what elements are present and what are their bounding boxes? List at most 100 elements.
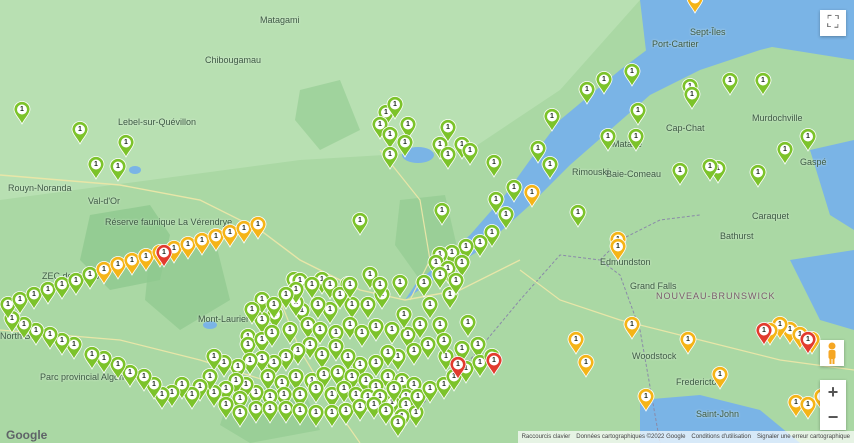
station-marker[interactable]: 1 [367, 354, 385, 378]
station-marker[interactable]: 1 [263, 324, 281, 348]
station-marker[interactable]: 1 [449, 356, 467, 380]
station-marker[interactable]: 1 [567, 331, 585, 355]
station-marker[interactable]: 1 [599, 128, 617, 152]
station-marker[interactable]: 1 [629, 102, 647, 126]
station-marker[interactable]: 1 [121, 364, 139, 388]
station-marker[interactable]: 1 [83, 346, 101, 370]
station-marker[interactable]: 1 [469, 336, 487, 360]
station-marker[interactable]: 1 [95, 261, 113, 285]
station-marker[interactable]: 1 [799, 128, 817, 152]
station-marker[interactable]: 1 [231, 404, 249, 428]
station-marker[interactable]: 1 [381, 126, 399, 150]
station-marker[interactable]: 1 [165, 240, 183, 264]
station-marker[interactable]: 1 [721, 72, 739, 96]
station-marker[interactable]: 1 [311, 321, 329, 345]
station-marker[interactable]: 1 [405, 342, 423, 366]
station-marker[interactable]: 1 [183, 386, 201, 410]
station-marker[interactable]: 1 [487, 191, 505, 215]
station-marker[interactable]: 1 [265, 296, 283, 320]
street-view-pegman[interactable] [820, 340, 844, 366]
station-marker[interactable]: 1 [247, 400, 265, 424]
station-marker[interactable]: 1 [347, 386, 365, 410]
station-marker[interactable]: 1 [386, 96, 404, 120]
station-marker[interactable]: 1 [799, 396, 817, 420]
station-marker[interactable]: 1 [217, 396, 235, 420]
station-marker[interactable]: 1 [289, 342, 307, 366]
station-marker[interactable]: 1 [351, 212, 369, 236]
station-marker[interactable]: 1 [179, 236, 197, 260]
station-marker[interactable]: 1 [409, 388, 427, 412]
station-marker[interactable]: 1 [627, 128, 645, 152]
station-marker[interactable]: 1 [221, 224, 239, 248]
station-marker[interactable]: 1 [243, 301, 261, 325]
station-marker[interactable]: 1 [275, 386, 293, 410]
station-marker[interactable]: 1 [623, 63, 641, 87]
station-marker[interactable]: 1 [117, 134, 135, 158]
station-marker[interactable]: 1 [361, 266, 379, 290]
station-marker[interactable]: 1 [787, 394, 805, 418]
station-marker[interactable]: 1 [754, 72, 772, 96]
station-marker[interactable]: 1 [578, 81, 596, 105]
station-marker[interactable]: 1 [11, 291, 29, 315]
station-marker[interactable]: 1 [137, 248, 155, 272]
station-marker[interactable]: 1 [497, 206, 515, 230]
station-marker[interactable]: 1 [321, 301, 339, 325]
station-marker[interactable]: 1 [331, 286, 349, 310]
station-marker[interactable]: 1 [569, 204, 587, 228]
station-marker[interactable]: 1 [67, 272, 85, 296]
keyboard-shortcuts-link[interactable]: Raccourcis clavier [521, 434, 571, 440]
station-marker[interactable]: 1 [109, 356, 127, 380]
station-marker[interactable]: 1 [123, 252, 141, 276]
station-marker[interactable]: 1 [447, 272, 465, 296]
station-marker[interactable]: 1 [0, 296, 17, 320]
station-marker[interactable]: 1 [671, 162, 689, 186]
station-marker[interactable]: 1 [41, 326, 59, 350]
station-marker[interactable]: 1 [421, 380, 439, 404]
station-marker[interactable]: 1 [439, 119, 457, 143]
station-marker[interactable]: 1 [453, 254, 471, 278]
station-marker[interactable]: 1 [529, 140, 547, 164]
station-marker[interactable]: 1 [421, 296, 439, 320]
station-marker[interactable]: 1 [543, 108, 561, 132]
station-marker[interactable]: 1 [205, 348, 223, 372]
station-marker[interactable]: 1 [307, 380, 325, 404]
station-marker[interactable]: 1 [81, 266, 99, 290]
station-marker[interactable]: 1 [315, 366, 333, 390]
station-marker[interactable]: 1 [431, 266, 449, 290]
station-marker[interactable]: 1 [343, 296, 361, 320]
station-marker[interactable]: 1 [439, 146, 457, 170]
station-marker[interactable]: 1 [577, 354, 595, 378]
station-marker[interactable]: 1 [15, 316, 33, 340]
station-marker[interactable]: 1 [755, 322, 773, 346]
station-marker[interactable]: 1 [459, 314, 477, 338]
report-error-link[interactable]: Signaler une erreur cartographique [756, 434, 850, 440]
station-marker[interactable]: 1 [485, 352, 503, 376]
station-marker[interactable]: 1 [277, 348, 295, 372]
station-marker[interactable]: 1 [453, 340, 471, 364]
terms-link[interactable]: Conditions d'utilisation [691, 434, 751, 440]
station-marker[interactable]: 1 [391, 274, 409, 298]
station-marker[interactable]: 1 [281, 321, 299, 345]
station-marker[interactable]: 1 [411, 316, 429, 340]
station-marker[interactable]: 1 [301, 336, 319, 360]
station-marker[interactable]: 1 [53, 276, 71, 300]
station-marker[interactable]: 1 [323, 386, 341, 410]
zoom-out-button[interactable]: − [820, 405, 846, 430]
station-marker[interactable]: 1 [395, 306, 413, 330]
station-marker[interactable]: 1 [13, 101, 31, 125]
station-marker[interactable]: 1 [367, 318, 385, 342]
station-marker[interactable]: 1 [399, 326, 417, 350]
station-marker[interactable]: 1 [679, 331, 697, 355]
station-marker[interactable]: 1 [799, 331, 817, 355]
station-marker[interactable]: 1 [749, 164, 767, 188]
station-marker[interactable]: 1 [323, 404, 341, 428]
station-marker[interactable]: 1 [389, 414, 407, 438]
station-marker[interactable]: 1 [307, 404, 325, 428]
station-marker[interactable]: 1 [277, 400, 295, 424]
station-marker[interactable]: 1 [637, 388, 655, 412]
station-marker[interactable]: 1 [229, 358, 247, 382]
station-marker[interactable]: 1 [431, 136, 449, 160]
station-marker[interactable]: 1 [471, 354, 489, 378]
station-marker[interactable]: 1 [339, 348, 357, 372]
station-marker[interactable]: 1 [327, 324, 345, 348]
